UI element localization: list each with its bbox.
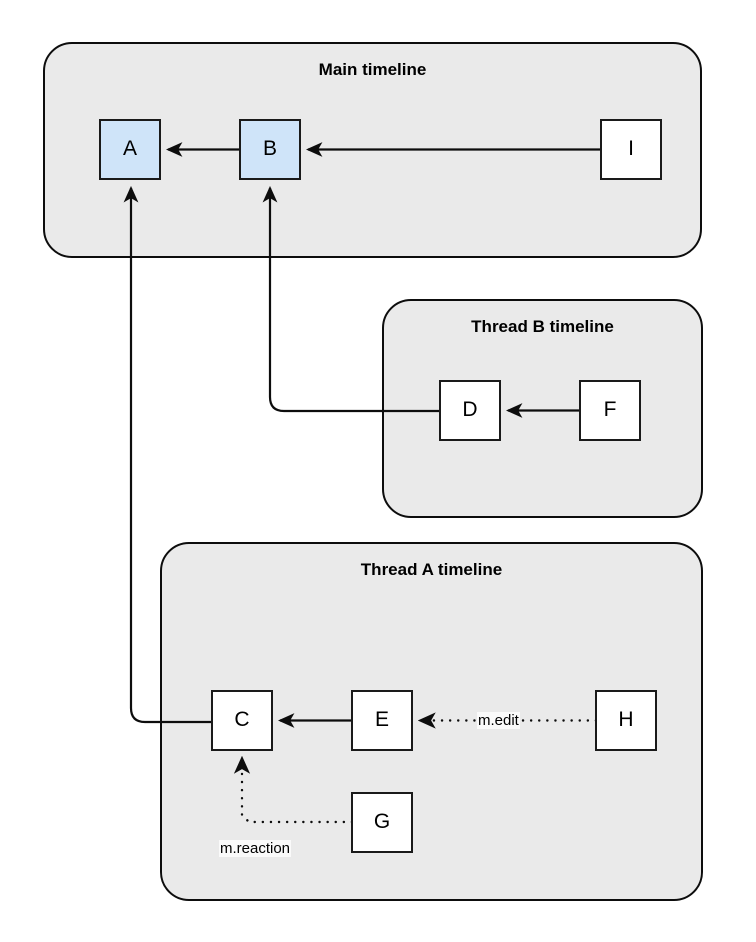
edge-label-m-edit: m.edit (477, 712, 520, 729)
node-label-F: F (603, 398, 617, 421)
node-B[interactable] (239, 119, 301, 180)
node-H[interactable] (595, 690, 657, 751)
node-label-B: B (262, 137, 277, 160)
node-label-G: G (373, 810, 391, 833)
edge-c-to-a (123, 185, 212, 724)
node-C[interactable] (211, 690, 273, 751)
edge-label-m-reaction: m.reaction (219, 840, 292, 857)
node-E[interactable] (351, 690, 413, 751)
node-label-I: I (628, 137, 634, 160)
node-F[interactable] (579, 380, 641, 441)
node-G[interactable] (351, 792, 413, 853)
node-label-E: E (374, 708, 389, 731)
node-label-D: D (462, 398, 478, 421)
node-label-A: A (122, 137, 137, 160)
node-D[interactable] (439, 380, 501, 441)
container-title-thread-a-timeline: Thread A timeline (360, 560, 503, 579)
container-title-main-timeline: Main timeline (318, 60, 427, 79)
node-label-C: C (234, 708, 250, 731)
node-A[interactable] (99, 119, 161, 180)
node-I[interactable] (600, 119, 662, 180)
edge-d-to-b (262, 185, 440, 413)
container-thread-b-timeline (382, 299, 703, 518)
node-label-H: H (618, 708, 634, 731)
container-title-thread-b-timeline: Thread B timeline (471, 317, 614, 336)
